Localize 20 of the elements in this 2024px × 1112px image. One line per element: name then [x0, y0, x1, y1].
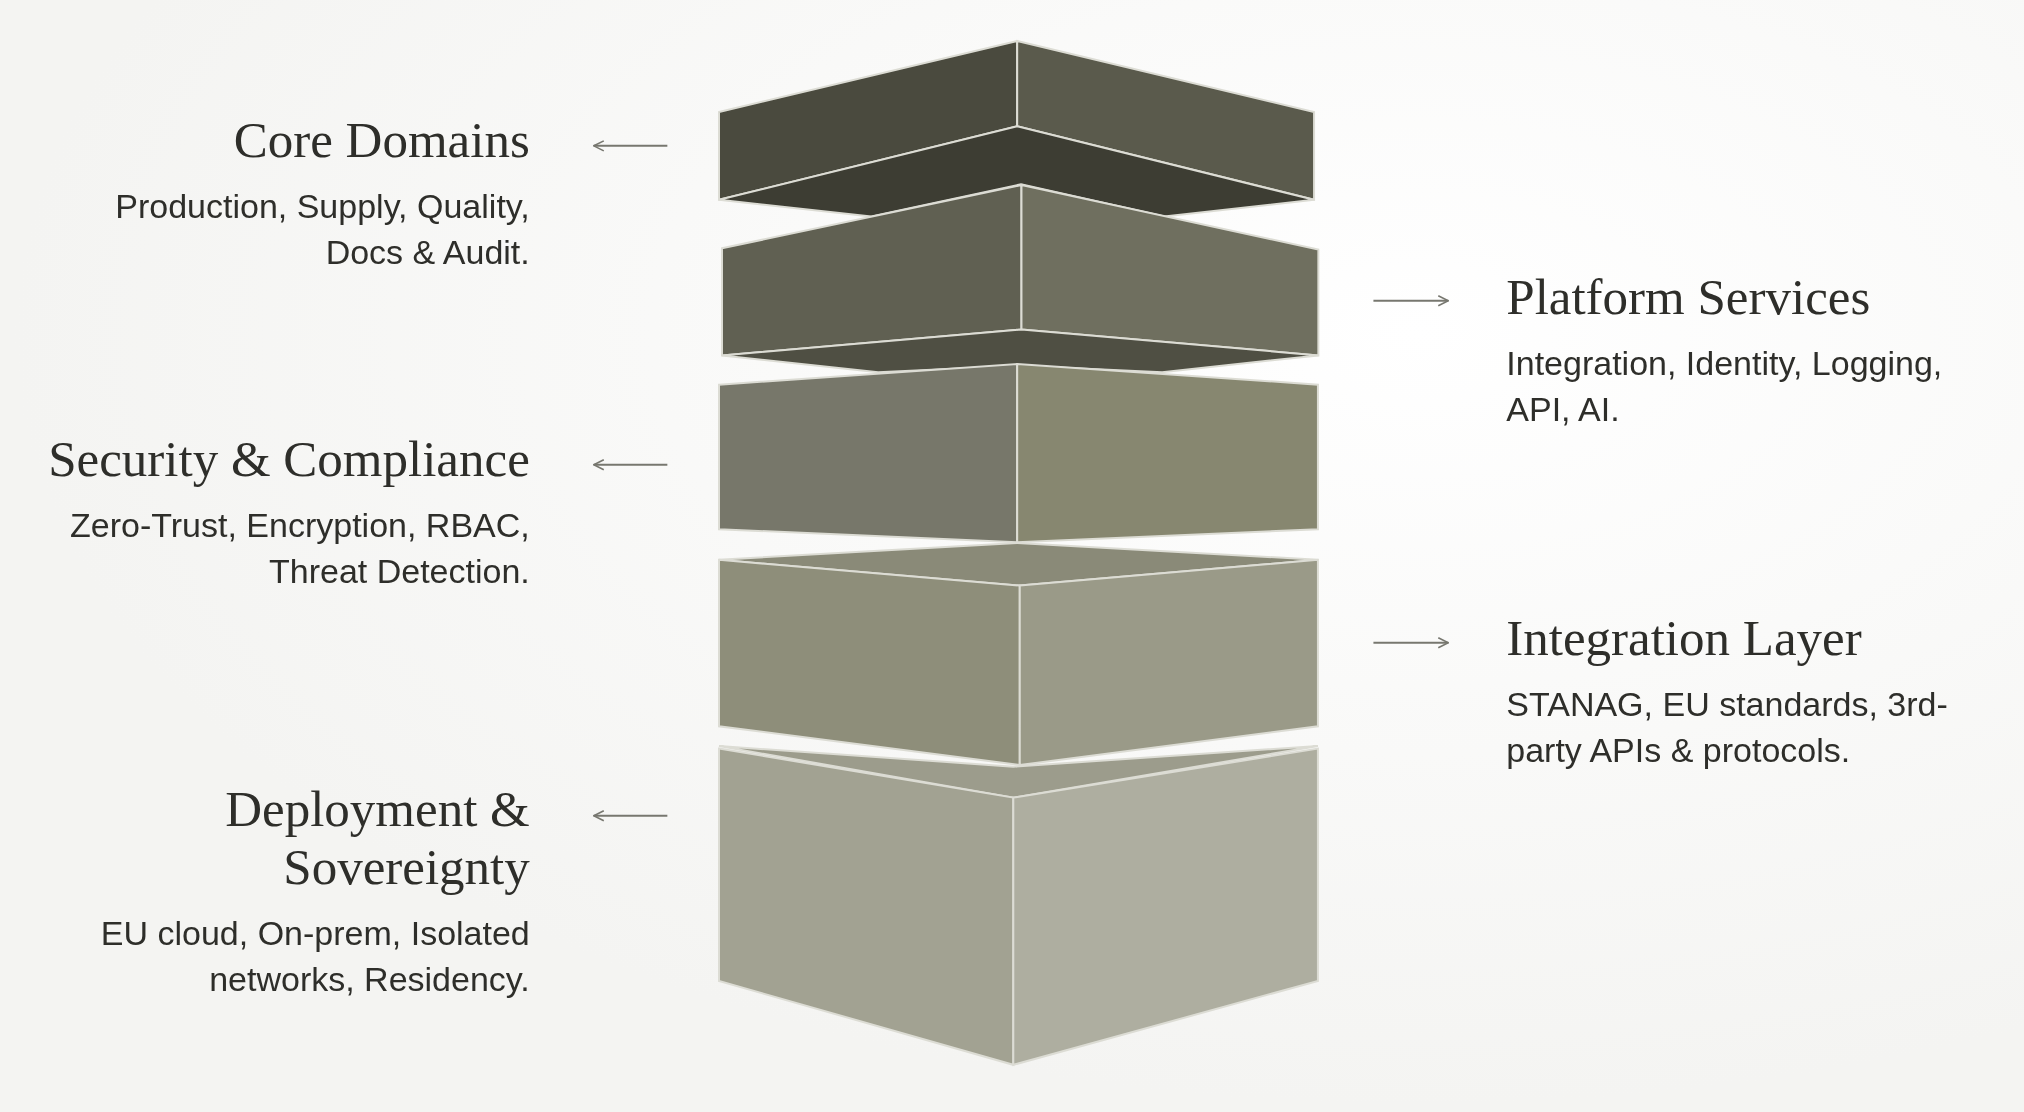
arrow [1372, 294, 1450, 307]
layer-heading: Platform Services [1506, 268, 1871, 327]
arrow [592, 458, 669, 471]
layer-block [719, 746, 1318, 1065]
layer-heading: Security & Compliance [48, 429, 530, 488]
arrow [592, 810, 669, 822]
layer-description: Production, Supply, Quality, Docs & Audit. [114, 186, 530, 273]
layer-block [719, 364, 1318, 543]
layer-description: Zero-Trust, Encryption, RBAC, Threat Detection. [69, 504, 530, 592]
layer-heading: Core Domains [233, 111, 530, 169]
layer-heading: Integration Layer [1506, 609, 1862, 668]
layer-heading: Deployment & Sovereignty [224, 779, 530, 896]
layer-block [719, 41, 1315, 217]
arrow [1372, 637, 1450, 649]
layer-block [721, 184, 1318, 372]
layer-block [719, 543, 1318, 766]
layer-description: EU cloud, On-prem, Isolated networks, Residency. [99, 912, 530, 1000]
arrow [592, 140, 669, 152]
layer-description: Integration, Identity, Logging, API, AI. [1506, 343, 1944, 431]
layer-description: STANAG, EU standards, 3rd-party APIs & protocols. [1506, 684, 1949, 772]
